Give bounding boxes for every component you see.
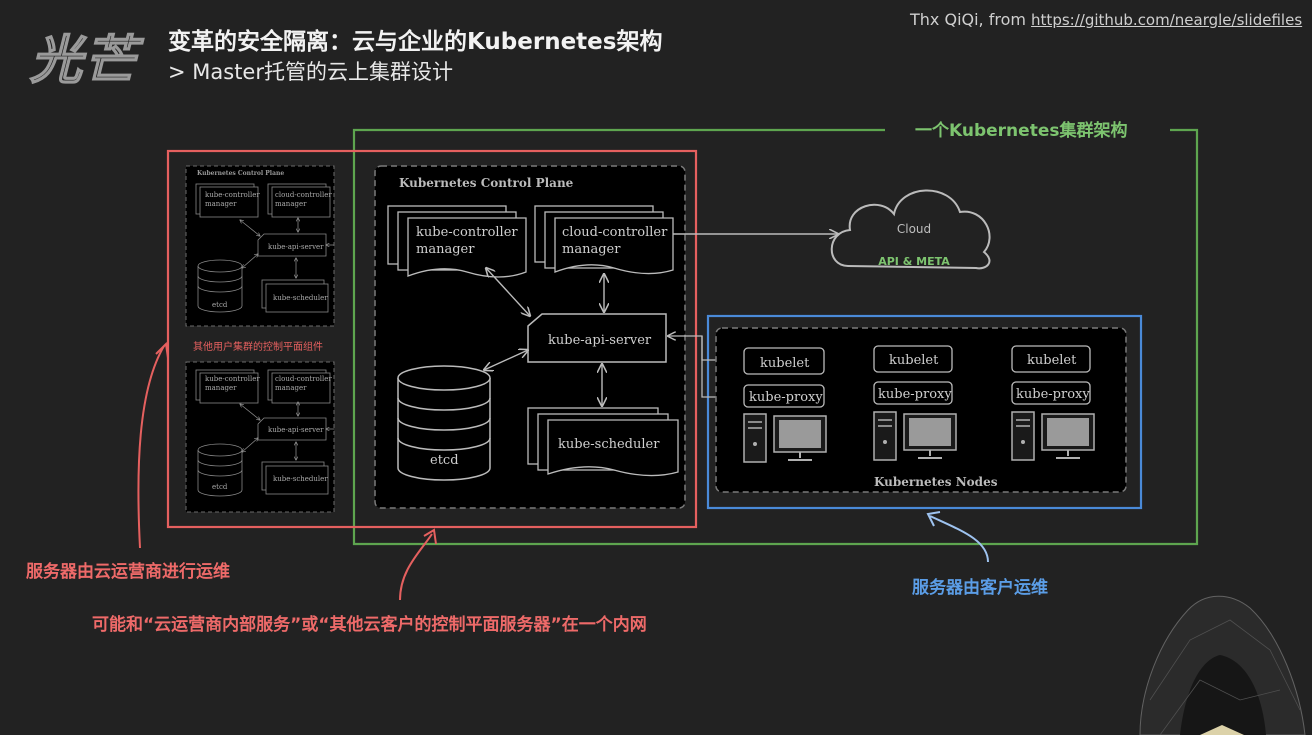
kube-api-server: kube-api-server — [527, 313, 667, 363]
mini2-ccm-2: manager — [275, 384, 307, 392]
hacker-figure — [1139, 595, 1306, 735]
node3-kubelet: kubelet — [1027, 353, 1077, 368]
credit-prefix: Thx QiQi, from — [910, 10, 1032, 29]
cloud-ops-annotation: 服务器由云运营商进行运维 — [26, 562, 230, 582]
node2-proxy: kube-proxy — [878, 387, 952, 402]
credit: Thx QiQi, from https://github.com/neargl… — [910, 10, 1302, 29]
ccm-line2: manager — [562, 242, 621, 257]
logo: 光芒 — [29, 30, 139, 92]
mini1-api: kube-api-server — [268, 243, 324, 251]
mini2-etcd: etcd — [212, 483, 228, 491]
mini2-api: kube-api-server — [268, 426, 324, 434]
cloud-api-meta: API & META — [878, 255, 950, 268]
mini2-ccm-1: cloud-controller — [275, 375, 332, 383]
mini1-etcd: etcd — [212, 301, 228, 309]
node2-kubelet: kubelet — [889, 353, 939, 368]
mini1-ccm-2: manager — [275, 200, 307, 208]
kcm-line1: kube-controller — [416, 225, 518, 240]
node-2: kubelet kube-proxy — [873, 345, 957, 461]
mini1-kcm-1: kube-controller — [205, 191, 260, 199]
slide-title: 变革的安全隔离：云与企业的Kubernetes架构 — [168, 29, 663, 55]
customer-boundary — [706, 314, 1143, 510]
node-3: kubelet kube-proxy — [1011, 345, 1095, 461]
control-plane-title: Kubernetes Control Plane — [399, 176, 574, 190]
api-server-label: kube-api-server — [548, 333, 652, 348]
arrow-kcm-api — [486, 268, 530, 316]
mini-control-plane-1: Kubernetes Control Plane kube-controller… — [185, 165, 335, 327]
mini1-sched: kube-scheduler — [273, 294, 328, 302]
cloud-shape — [830, 189, 991, 270]
arrow-etcd-api — [484, 350, 528, 370]
cluster-label: 一个Kubernetes集群架构 — [905, 116, 1138, 141]
node1-kubelet: kubelet — [760, 356, 810, 371]
kcm-line2: manager — [416, 242, 475, 257]
ccm-line1: cloud-controller — [562, 225, 668, 240]
nodes-title: Kubernetes Nodes — [874, 475, 998, 489]
network-annotation: 可能和“云运营商内部服务”或“其他云客户的控制平面服务器”在一个内网 — [92, 615, 647, 635]
cloud-label: Cloud — [896, 222, 932, 236]
mini1-title: Kubernetes Control Plane — [197, 170, 284, 177]
node3-proxy: kube-proxy — [1016, 387, 1090, 402]
mini1-kcm-2: manager — [205, 200, 237, 208]
etcd-label: etcd — [430, 453, 459, 468]
node1-proxy: kube-proxy — [749, 390, 823, 405]
node-1: kubelet kube-proxy — [743, 347, 827, 463]
cloud-controller-manager: cloud-controller manager — [534, 205, 674, 275]
kube-scheduler: kube-scheduler — [527, 407, 679, 477]
cluster-boundary — [352, 128, 1199, 546]
mini2-kcm-1: kube-controller — [205, 375, 260, 383]
slide-subtitle: > Master托管的云上集群设计 — [168, 60, 453, 84]
arrow-customer-ops — [929, 515, 989, 563]
mini2-kcm-2: manager — [205, 384, 237, 392]
kube-controller-manager: kube-controller manager — [387, 205, 527, 278]
mini2-sched: kube-scheduler — [273, 475, 328, 483]
mini-control-plane-2: kube-controller manager cloud-controller… — [185, 361, 335, 513]
credit-link[interactable]: https://github.com/neargle/slidefiles — [1031, 11, 1303, 29]
arrow-network — [399, 533, 433, 601]
arrow-cloud-ops — [137, 345, 165, 549]
mini1-ccm-1: cloud-controller — [275, 191, 332, 199]
scheduler-label: kube-scheduler — [558, 437, 660, 452]
customer-ops-annotation: 服务器由客户运维 — [912, 578, 1048, 598]
other-user-label: 其他用户集群的控制平面组件 — [193, 342, 323, 353]
etcd-cylinder: etcd — [397, 365, 491, 481]
